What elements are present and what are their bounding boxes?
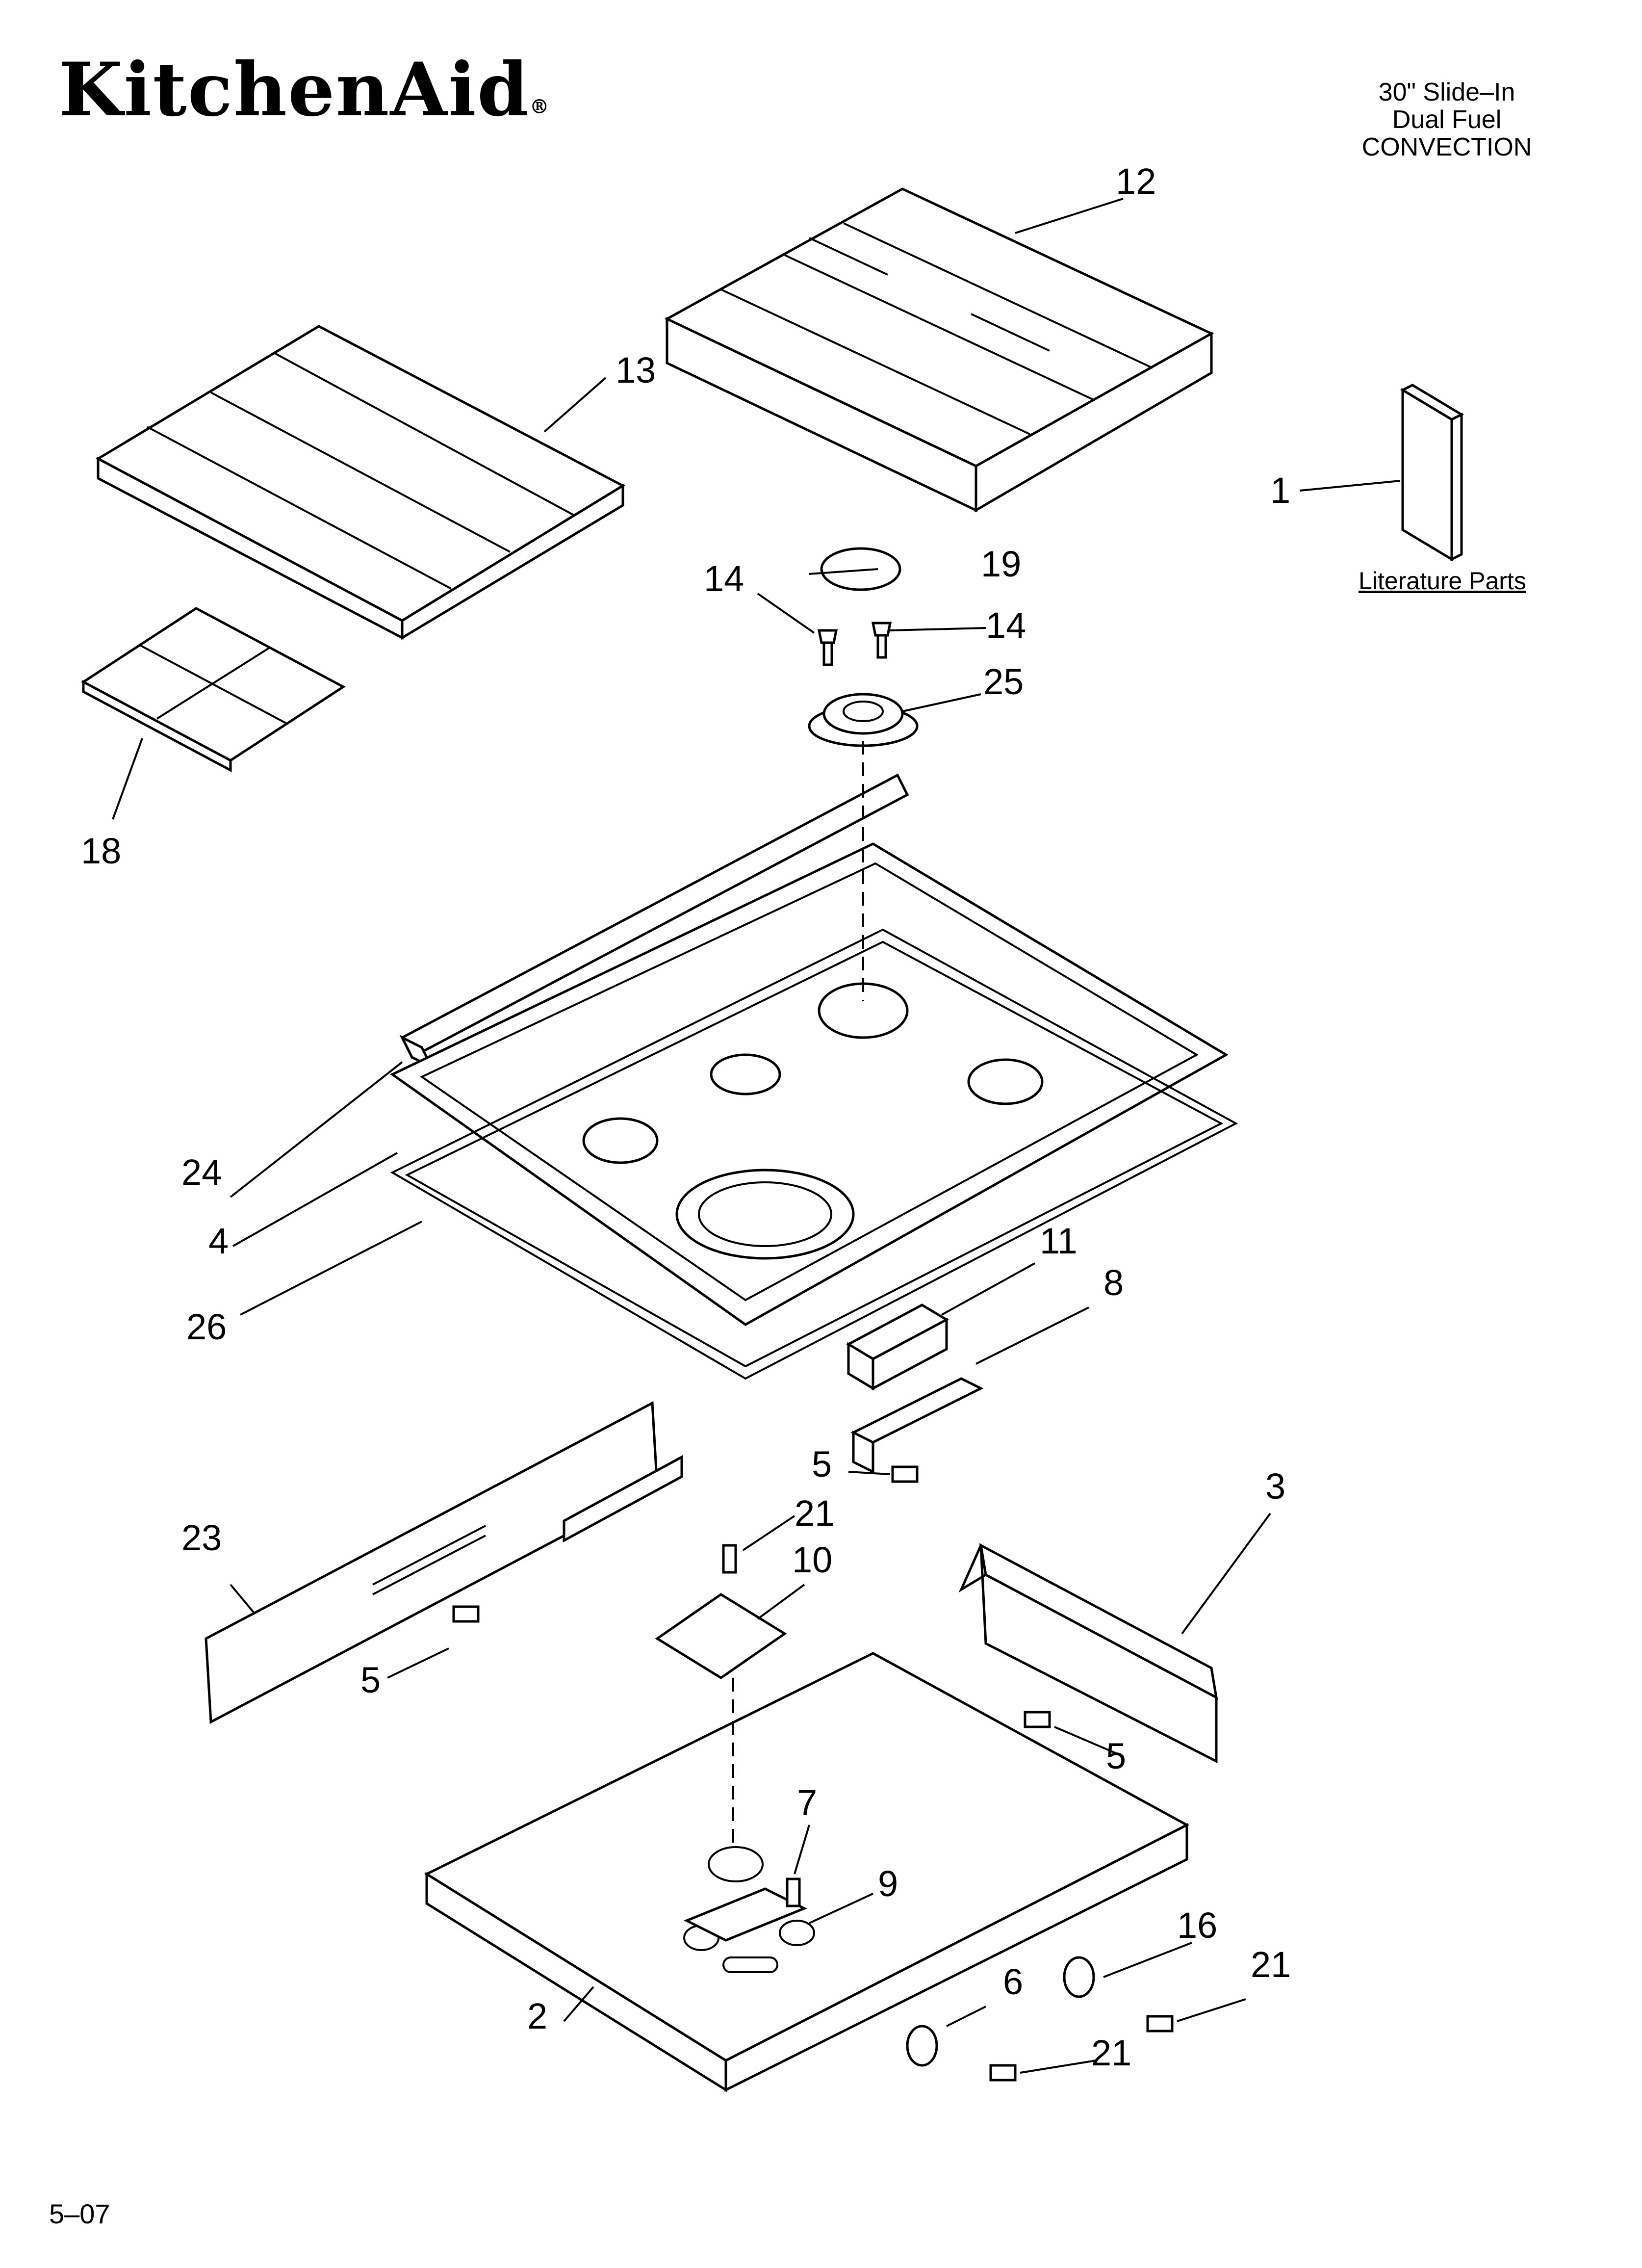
screw-5-left-rail: [452, 1605, 480, 1623]
callout-10: 10: [792, 1539, 832, 1580]
callout-7: 7: [797, 1782, 817, 1823]
screw-21-right-cam: [1146, 2015, 1174, 2033]
right-grate: [664, 187, 1214, 513]
callout-24: 24: [181, 1152, 222, 1193]
callout-5a: 5: [812, 1444, 832, 1485]
screw-21-left-cam: [989, 2064, 1017, 2082]
callout-9: 9: [878, 1863, 898, 1904]
callout-11: 11: [1040, 1221, 1078, 1261]
burner-box: [424, 1652, 1190, 2092]
valve-bracket: [683, 1887, 808, 1942]
model-fuel: Dual Fuel: [1392, 105, 1502, 134]
callout-3: 3: [1265, 1466, 1285, 1507]
leveling-cam-right: [1063, 1956, 1095, 1998]
callout-19: 19: [981, 544, 1021, 584]
literature-booklet: [1400, 384, 1464, 562]
callout-4: 4: [208, 1221, 229, 1261]
callout-18: 18: [81, 831, 121, 871]
brand-name: KitchenAid: [59, 47, 530, 133]
mounting-bracket: [850, 1377, 984, 1474]
callout-26: 26: [186, 1306, 227, 1347]
small-grate: [81, 607, 346, 773]
callout-21a: 21: [795, 1493, 835, 1534]
callout-21c: 21: [1091, 2033, 1131, 2073]
callout-16: 16: [1177, 1905, 1217, 1946]
callout-14b: 14: [986, 605, 1026, 646]
callout-12: 12: [1116, 161, 1156, 202]
model-size: 30" Slide–In: [1378, 78, 1515, 106]
cooktop-main-top: [390, 842, 1229, 1326]
model-description: 30" Slide–In Dual Fuel CONVECTION: [1324, 78, 1569, 161]
model-feature: CONVECTION: [1361, 133, 1532, 161]
igniter-terminal: [846, 1303, 949, 1391]
screw-5-right-rail: [1024, 1711, 1051, 1728]
callout-2: 2: [527, 1996, 547, 2036]
cooktop-gasket: [390, 928, 1238, 1380]
heat-shield-plate: [655, 1593, 787, 1679]
date-code: 5–07: [49, 2198, 110, 2229]
literature-parts-label: Literature Parts: [1359, 567, 1526, 595]
left-side-rail: [205, 1401, 683, 1724]
burner-cap: [820, 547, 901, 591]
callout-6: 6: [1003, 1961, 1023, 2002]
callout-25: 25: [983, 661, 1024, 702]
callout-1: 1: [1270, 470, 1290, 511]
screw-7-valve: [786, 1877, 801, 1907]
callout-5b: 5: [360, 1660, 381, 1700]
screw-5-bracket: [891, 1465, 919, 1483]
callout-5c: 5: [1106, 1736, 1126, 1776]
burner-screw-left: [817, 629, 838, 666]
left-grate: [95, 325, 626, 640]
burner-screw-right: [871, 622, 892, 659]
brand-logo: KitchenAid®: [59, 47, 550, 133]
callout-13: 13: [616, 350, 656, 391]
leveling-cam-left: [906, 2025, 938, 2067]
screw-21-heat-shield: [722, 1544, 737, 1574]
callout-8: 8: [1103, 1262, 1124, 1303]
burner-base: [808, 693, 919, 747]
registered-mark: ®: [529, 95, 550, 118]
callout-21b: 21: [1251, 1944, 1291, 1985]
right-side-rail: [958, 1543, 1218, 1764]
callout-14a: 14: [704, 558, 744, 599]
callout-23: 23: [181, 1517, 222, 1558]
